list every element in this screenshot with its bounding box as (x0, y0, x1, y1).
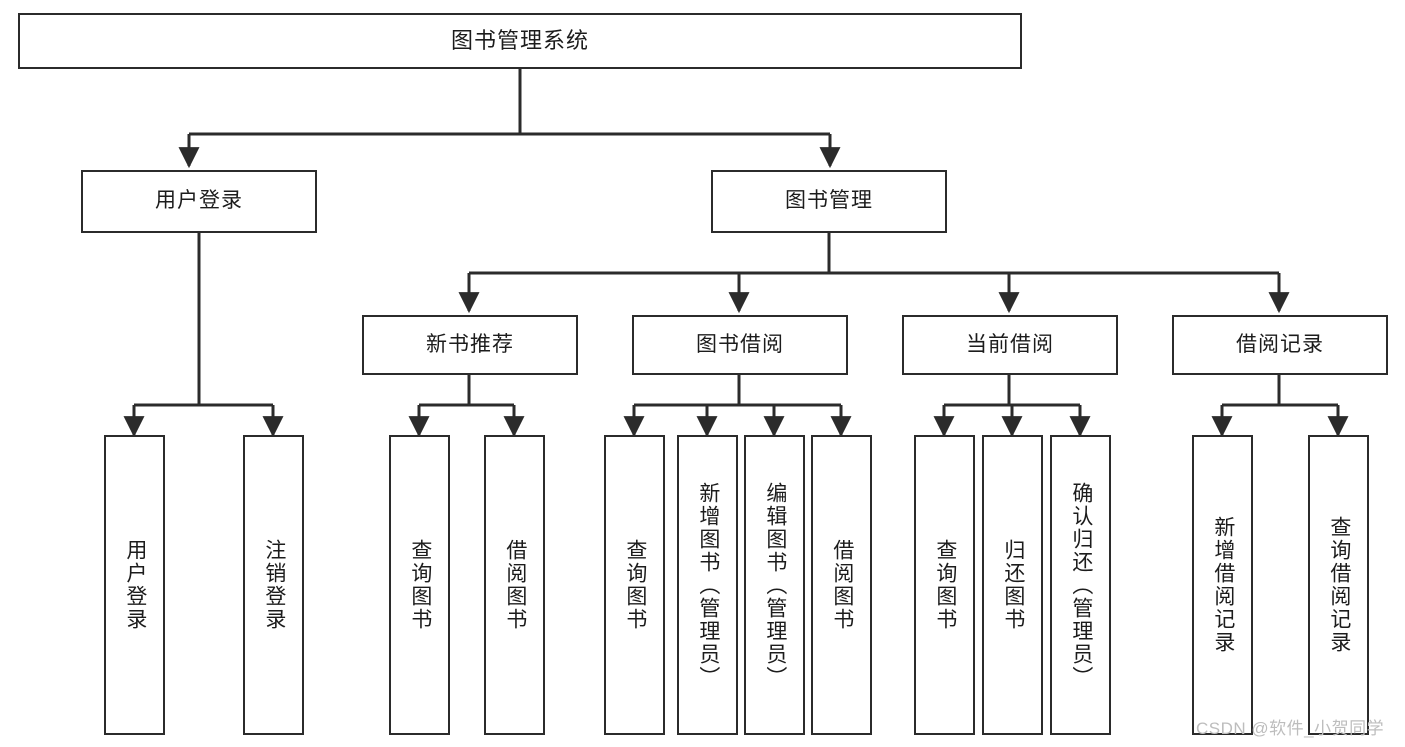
node-label: 新增借阅记录 (1211, 516, 1235, 654)
node-root-book-management-system[interactable]: 图书管理系统 (18, 13, 1022, 69)
node-leaf-add-book[interactable]: 新增图书（管理员） (677, 435, 738, 735)
node-leaf-logout[interactable]: 注销登录 (243, 435, 304, 735)
node-label: 编辑图书（管理员） (763, 481, 787, 689)
node-leaf-confirm-return[interactable]: 确认归还（管理员） (1050, 435, 1111, 735)
node-leaf-query-book-current[interactable]: 查询图书 (914, 435, 975, 735)
node-leaf-user-login[interactable]: 用户登录 (104, 435, 165, 735)
node-leaf-query-borrow-record[interactable]: 查询借阅记录 (1308, 435, 1369, 735)
node-label: 新增图书（管理员） (696, 481, 720, 689)
node-label: 用户登录 (155, 189, 243, 213)
node-leaf-return-book[interactable]: 归还图书 (982, 435, 1043, 735)
node-leaf-edit-book[interactable]: 编辑图书（管理员） (744, 435, 805, 735)
node-new-book-recommend[interactable]: 新书推荐 (362, 315, 578, 375)
node-label: 借阅图书 (830, 539, 854, 631)
node-label: 图书管理系统 (450, 28, 589, 54)
node-label: 图书管理 (785, 189, 873, 213)
node-label: 新书推荐 (426, 332, 514, 356)
node-leaf-borrow-book[interactable]: 借阅图书 (811, 435, 872, 735)
csdn-watermark: CSDN @软件_小贺同学 (1196, 719, 1385, 738)
node-label: 查询图书 (408, 539, 432, 631)
node-label: 图书借阅 (696, 332, 784, 356)
node-book-manage[interactable]: 图书管理 (711, 170, 947, 233)
node-label: 借阅记录 (1236, 332, 1324, 356)
node-book-borrow[interactable]: 图书借阅 (632, 315, 848, 375)
node-label: 查询借阅记录 (1327, 516, 1351, 654)
node-user-login[interactable]: 用户登录 (81, 170, 317, 233)
node-leaf-add-borrow-record[interactable]: 新增借阅记录 (1192, 435, 1253, 735)
node-leaf-query-book-recommend[interactable]: 查询图书 (389, 435, 450, 735)
node-label: 查询图书 (933, 539, 957, 631)
node-label: 归还图书 (1001, 539, 1025, 631)
node-label: 用户登录 (123, 539, 147, 631)
node-leaf-query-book-borrow[interactable]: 查询图书 (604, 435, 665, 735)
node-borrow-record[interactable]: 借阅记录 (1172, 315, 1388, 375)
node-label: 查询图书 (623, 539, 647, 631)
node-leaf-borrow-book-recommend[interactable]: 借阅图书 (484, 435, 545, 735)
node-label: 注销登录 (262, 539, 286, 631)
node-current-borrow[interactable]: 当前借阅 (902, 315, 1118, 375)
node-label: 确认归还（管理员） (1069, 481, 1093, 689)
node-label: 当前借阅 (966, 332, 1054, 356)
node-label: 借阅图书 (503, 539, 527, 631)
